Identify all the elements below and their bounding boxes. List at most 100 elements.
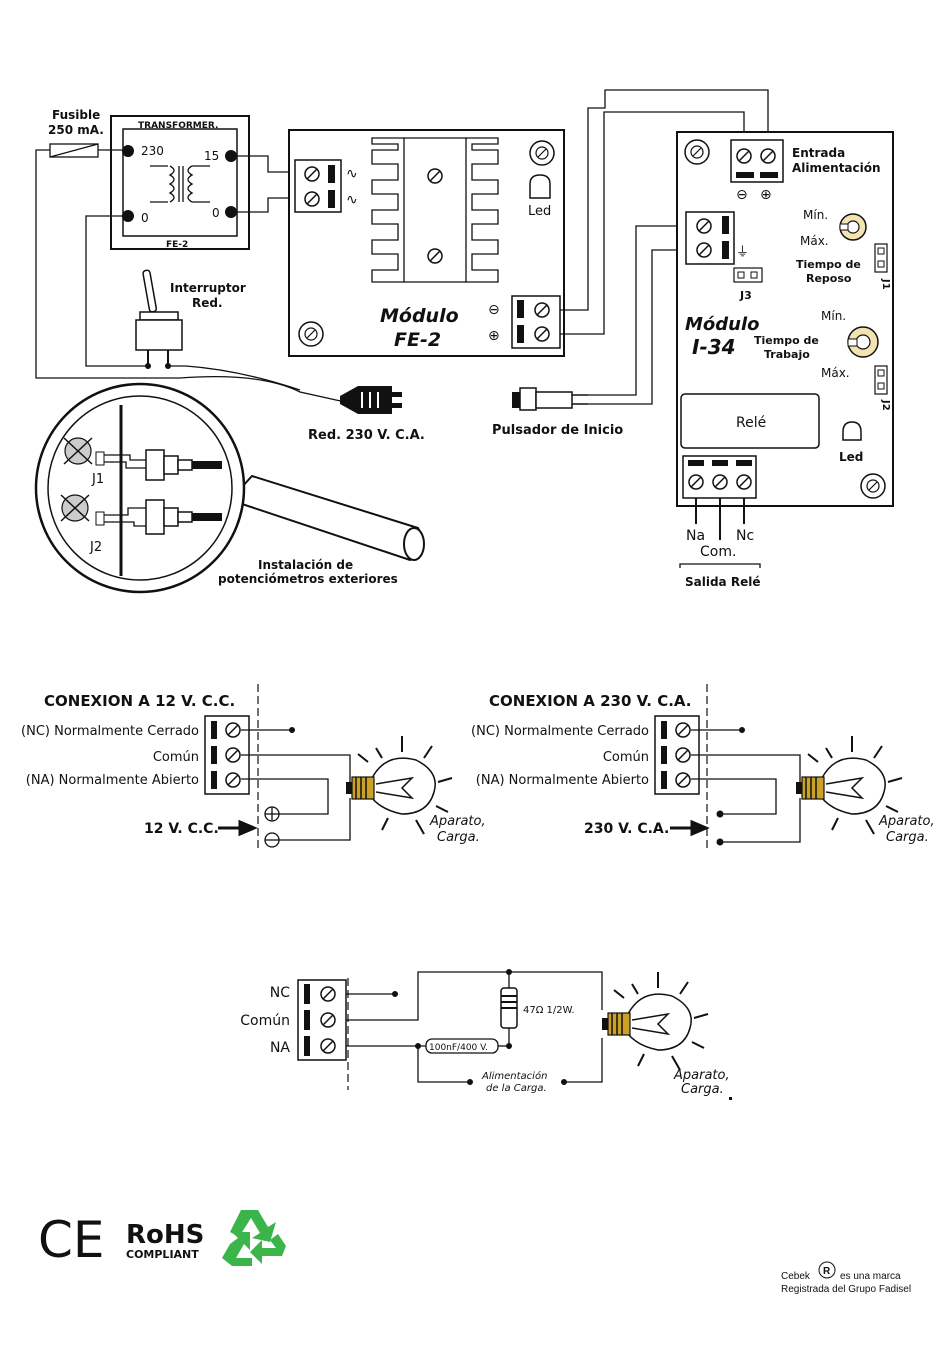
transformer-core bbox=[122, 128, 238, 237]
rest-label-2: Reposo bbox=[806, 272, 852, 285]
fe2-mount-hole-1 bbox=[529, 140, 555, 166]
ac-load-label-1: Aparato, bbox=[878, 814, 935, 829]
recycling-icon bbox=[222, 1210, 286, 1266]
relay bbox=[680, 393, 820, 449]
ac-title: CONEXION A 230 V. C.A. bbox=[489, 692, 692, 710]
dc-supply-arrow bbox=[218, 819, 258, 837]
magnifier-caption-2: potenciómetros exteriores bbox=[218, 572, 398, 586]
snubber-nc-label: NC bbox=[270, 985, 290, 1001]
mag-j2-label: J2 bbox=[89, 540, 102, 555]
start-pushbutton bbox=[512, 387, 588, 411]
pushbutton-wiring bbox=[588, 225, 698, 405]
i34-led-label: Led bbox=[839, 450, 863, 464]
ac-load-label-2: Carga. bbox=[886, 830, 929, 845]
relay-output-bracket bbox=[679, 563, 761, 568]
dc-wiring bbox=[241, 729, 351, 841]
snubber-wiring bbox=[346, 971, 603, 1083]
snubber-terminal-block bbox=[297, 979, 347, 1061]
dc-title: CONEXION A 12 V. C.C. bbox=[44, 692, 235, 710]
relay-output-wires bbox=[695, 498, 745, 540]
ac-na-label: (NA) Normalmente Abierto bbox=[476, 773, 649, 788]
snubber-resistor bbox=[500, 987, 518, 1029]
registered-letter: R bbox=[823, 1266, 831, 1277]
ce-mark: CE bbox=[38, 1211, 105, 1269]
ac-supply-arrow bbox=[670, 819, 710, 837]
transformer-model: FE-2 bbox=[166, 240, 188, 250]
pin-230-label: 230 bbox=[141, 144, 164, 158]
pushbutton-label: Pulsador de Inicio bbox=[492, 423, 623, 438]
external-pot-j1 bbox=[63, 437, 222, 481]
mag-j1-label: J1 bbox=[91, 472, 104, 487]
fe2-output-terminal bbox=[511, 295, 561, 349]
resistor-label: 47Ω 1/2W. bbox=[523, 1005, 575, 1016]
i34-start-terminal bbox=[685, 211, 735, 265]
heatsink-screw-1 bbox=[427, 168, 443, 184]
rohs-mark: RoHS bbox=[126, 1220, 204, 1250]
brand-rest: es una marca bbox=[840, 1271, 901, 1282]
jumper-j2 bbox=[874, 365, 888, 395]
rest-max-label: Máx. bbox=[800, 234, 829, 248]
magnifier-caption-1: Instalación de bbox=[258, 558, 353, 572]
i34-model: I-34 bbox=[692, 335, 736, 359]
dc-supply-wiring bbox=[560, 89, 769, 335]
work-label-1: Tiempo de bbox=[754, 334, 819, 347]
ac-line-terminal-1 bbox=[716, 810, 724, 818]
heatsink-screw-2 bbox=[427, 248, 443, 264]
i34-led bbox=[842, 421, 862, 441]
j2-label: J2 bbox=[880, 399, 891, 411]
snubber-supply-label-2: de la Carga. bbox=[486, 1083, 547, 1094]
ac-supply-label: 230 V. C.A. bbox=[584, 821, 669, 837]
work-min-label: Mín. bbox=[821, 309, 846, 323]
brand-line2: Registrada del Grupo Fadisel bbox=[781, 1284, 911, 1295]
power-in-label-2: Alimentación bbox=[792, 161, 881, 175]
pin-15-label: 15 bbox=[204, 149, 219, 163]
toggle-switch bbox=[135, 269, 183, 366]
dc-na-label: (NA) Normalmente Abierto bbox=[26, 773, 199, 788]
ground-symbol: ⏚ bbox=[736, 245, 749, 260]
transformer-pin-15 bbox=[225, 150, 237, 162]
ac-symbol-2: ∿ bbox=[346, 192, 358, 208]
transformer-pin-230 bbox=[122, 145, 134, 157]
i34-power-terminal bbox=[730, 139, 784, 183]
transformer-coils bbox=[150, 165, 210, 203]
i34-mount-hole-2 bbox=[860, 473, 886, 499]
i34-minus: ⊖ bbox=[736, 187, 748, 203]
ac-com-label: Común bbox=[603, 750, 649, 765]
relay-output-terminal bbox=[682, 455, 757, 499]
capacitor-label: 100nF/400 V. bbox=[429, 1043, 488, 1053]
snubber-com-label: Común bbox=[240, 1013, 290, 1029]
transformer-label: TRANSFORMER. bbox=[138, 121, 218, 131]
pin-0-left-label: 0 bbox=[141, 211, 149, 225]
snubber-capacitor bbox=[425, 1038, 499, 1054]
pin-0-right-label: 0 bbox=[212, 206, 220, 220]
relay-nc-label: Nc bbox=[736, 528, 754, 544]
relay-com-label: Com. bbox=[700, 544, 736, 560]
heatsink bbox=[371, 137, 499, 283]
switch-label-2: Red. bbox=[192, 296, 223, 310]
mains-wiring bbox=[35, 149, 346, 403]
fuse-label: Fusible bbox=[52, 108, 100, 122]
fe2-mount-hole-2 bbox=[298, 321, 324, 347]
snubber-load-label-2: Carga. bbox=[681, 1082, 724, 1097]
fe2-plus: ⊕ bbox=[488, 328, 500, 344]
fuse-element bbox=[49, 143, 99, 158]
dc-supply-label: 12 V. C.C. bbox=[144, 821, 219, 837]
rest-potentiometer bbox=[839, 213, 867, 241]
external-pot-j2 bbox=[60, 494, 222, 535]
work-potentiometer bbox=[847, 326, 879, 358]
rohs-compliant: COMPLIANT bbox=[126, 1248, 199, 1261]
snubber-load-label-1: Aparato, bbox=[673, 1068, 730, 1083]
dc-load-label-1: Aparato, bbox=[429, 814, 486, 829]
fe2-led bbox=[529, 174, 551, 199]
brand-name: Cebek bbox=[781, 1271, 811, 1282]
snubber-load-bulb bbox=[601, 971, 709, 1071]
switch-label-1: Interruptor bbox=[170, 281, 246, 295]
i34-mount-hole-1 bbox=[684, 139, 710, 165]
fuse-value: 250 mA. bbox=[48, 123, 104, 137]
registered-mark bbox=[818, 1261, 836, 1279]
rest-min-label: Mín. bbox=[803, 208, 828, 222]
fe2-title: Módulo bbox=[380, 305, 459, 327]
mains-plug bbox=[340, 386, 402, 414]
work-max-label: Máx. bbox=[821, 366, 850, 380]
